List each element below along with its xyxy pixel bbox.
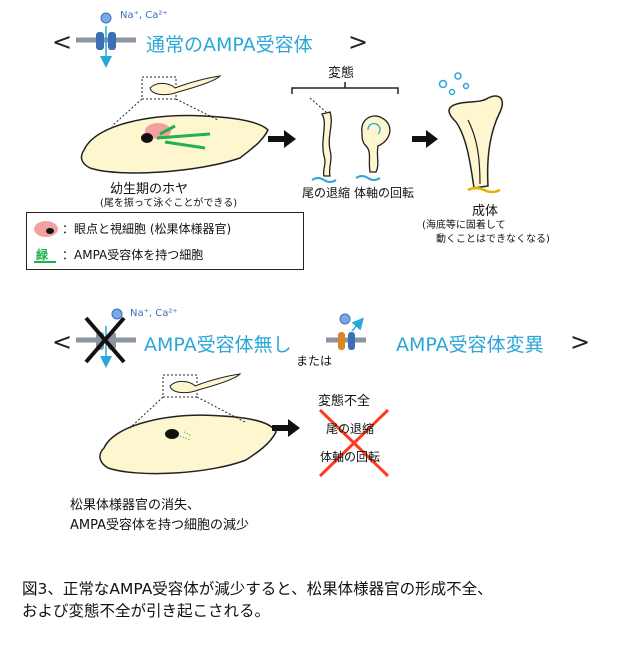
larva-label: 幼生期のホヤ — [110, 182, 189, 197]
axis-rotation-illustration — [355, 115, 391, 181]
failure-item-2: 体軸の回転 — [320, 450, 381, 464]
legend-box — [26, 212, 304, 270]
adult-sublabel-2: 動くことはできなくなる) — [436, 234, 550, 245]
bracket-right-top: > — [348, 28, 369, 56]
mutant-receptor-icon — [326, 313, 366, 350]
arrow-right-3 — [272, 419, 300, 437]
bracket-left-bottom: < — [52, 328, 73, 356]
normal-receptor-icon — [76, 12, 136, 68]
larva-sublabel: (尾を振って泳ぐことができる) — [100, 198, 238, 209]
legend-green-swatch: 緑 — [36, 248, 49, 262]
legend-item-ampa: ：AMPA受容体を持つ細胞 — [62, 248, 204, 262]
caption-line-2: および変態不全が引き起こされる。 — [22, 602, 271, 620]
failure-item-1: 尾の退縮 — [326, 422, 375, 436]
arrow-right-2 — [412, 130, 438, 148]
caption-line-1: 図3、正常なAMPA受容体が減少すると、松果体様器官の形成不全、 — [22, 580, 493, 598]
failure-title: 変態不全 — [318, 394, 371, 409]
figure-caption: 図3、正常なAMPA受容体が減少すると、松果体様器官の形成不全、 および変態不全… — [22, 578, 493, 622]
bracket-right-bottom: > — [570, 328, 591, 356]
result-line-2: AMPA受容体を持つ細胞の減少 — [70, 518, 250, 533]
legend-item-eyespot: ：眼点と視細胞 (松果体様器官) — [62, 222, 232, 236]
ion-label-top: Na⁺, Ca²⁺ — [120, 10, 168, 21]
metamorphosis-brace — [291, 82, 399, 94]
ion-label-bottom: Na⁺, Ca²⁺ — [130, 308, 178, 319]
or-label: または — [296, 354, 333, 368]
metamorphosis-label: 変態 — [328, 66, 355, 81]
adult-ascidian-illustration — [438, 72, 504, 194]
mutant-receptor-title: AMPA受容体変異 — [396, 334, 544, 356]
tail-retraction-illustration — [309, 97, 337, 183]
stage2-label: 体軸の回転 — [354, 186, 415, 200]
bracket-left-top: < — [52, 28, 73, 56]
no-receptor-icon — [76, 308, 136, 368]
adult-label: 成体 — [472, 204, 499, 219]
larva-bottom-illustration — [99, 373, 277, 475]
no-receptor-title: AMPA受容体無し — [144, 334, 292, 356]
failure-cross — [318, 408, 390, 478]
stage1-label: 尾の退縮 — [302, 186, 351, 200]
larva-top-illustration — [80, 75, 269, 174]
normal-receptor-title: 通常のAMPA受容体 — [146, 34, 313, 56]
adult-sublabel-1: (海底等に固着して — [422, 220, 506, 231]
arrow-right-1 — [268, 130, 296, 148]
result-line-1: 松果体様器官の消失、 — [70, 498, 201, 513]
